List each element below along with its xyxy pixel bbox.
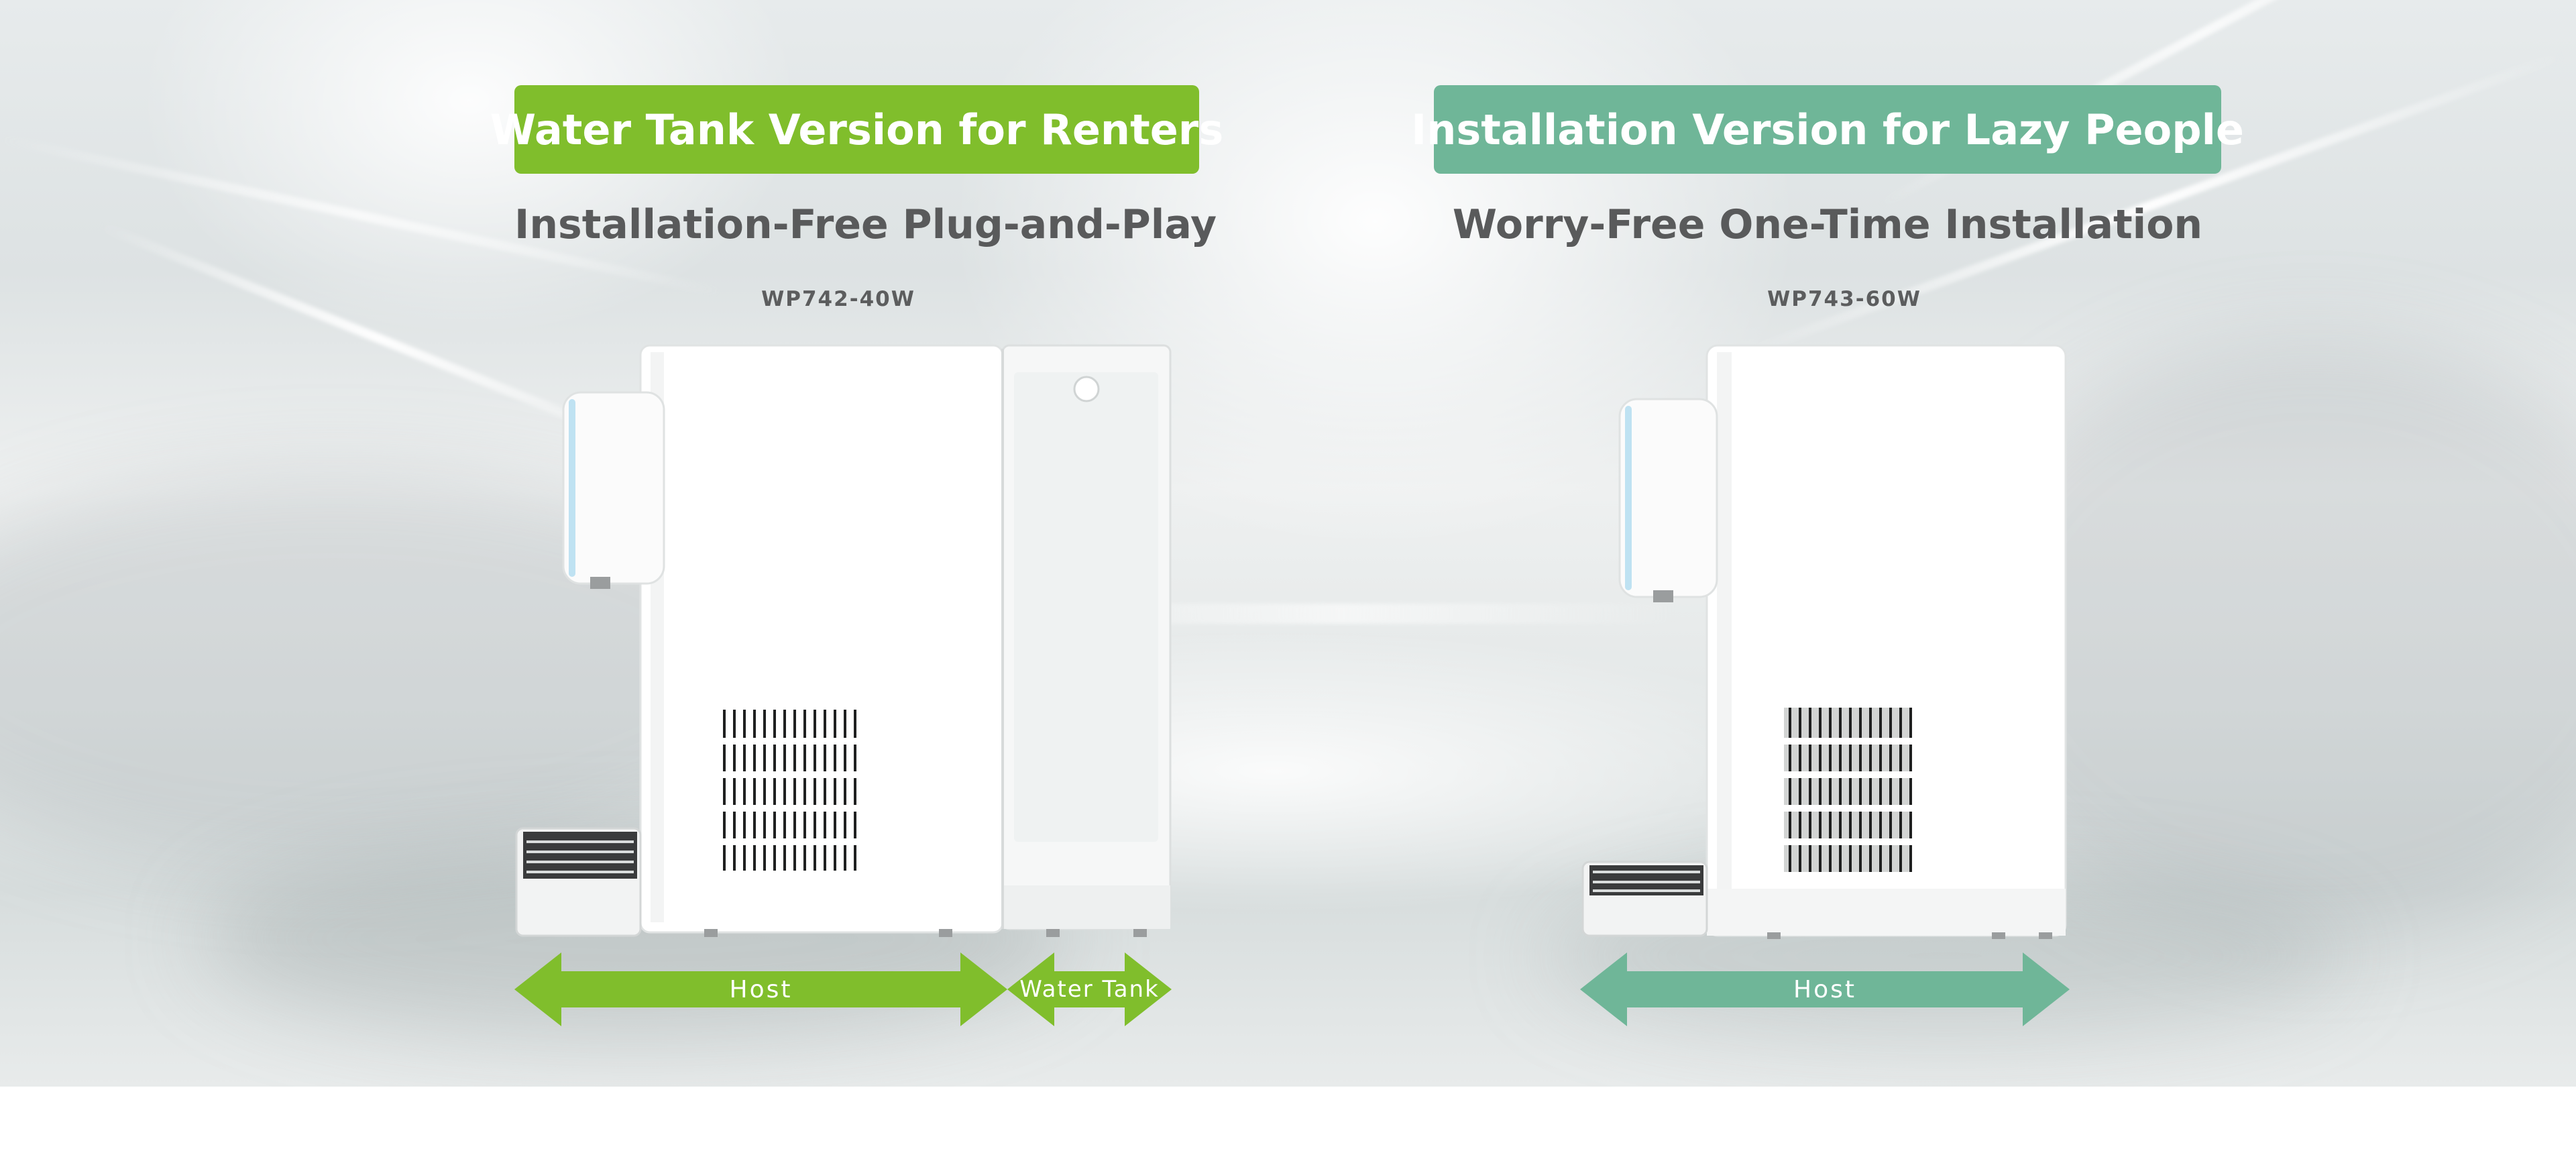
- water-tank-label: Water Tank: [1019, 976, 1160, 1003]
- right-product-image: [1581, 344, 2067, 939]
- left-product-image: [515, 344, 1172, 937]
- hero-background: Water Tank Version for Renters Installat…: [0, 0, 2576, 1087]
- right-subtitle: Worry-Free One-Time Installation: [1452, 201, 2203, 248]
- bottom-white-band: [0, 1087, 2576, 1151]
- right-host-arrow: Host: [1580, 952, 2070, 1026]
- left-host-arrow: Host: [514, 952, 1007, 1026]
- water-tank-arrow: Water Tank: [1007, 952, 1172, 1026]
- left-subtitle: Installation-Free Plug-and-Play: [514, 201, 1217, 248]
- right-version-badge: Installation Version for Lazy People: [1411, 85, 2244, 174]
- right-host-label: Host: [1793, 975, 1856, 1003]
- left-model-number: WP742-40W: [761, 287, 915, 311]
- vent-grille: [723, 710, 856, 871]
- left-host-label: Host: [729, 975, 793, 1003]
- right-model-number: WP743-60W: [1767, 287, 1921, 311]
- left-version-badge: Water Tank Version for Renters: [490, 85, 1223, 174]
